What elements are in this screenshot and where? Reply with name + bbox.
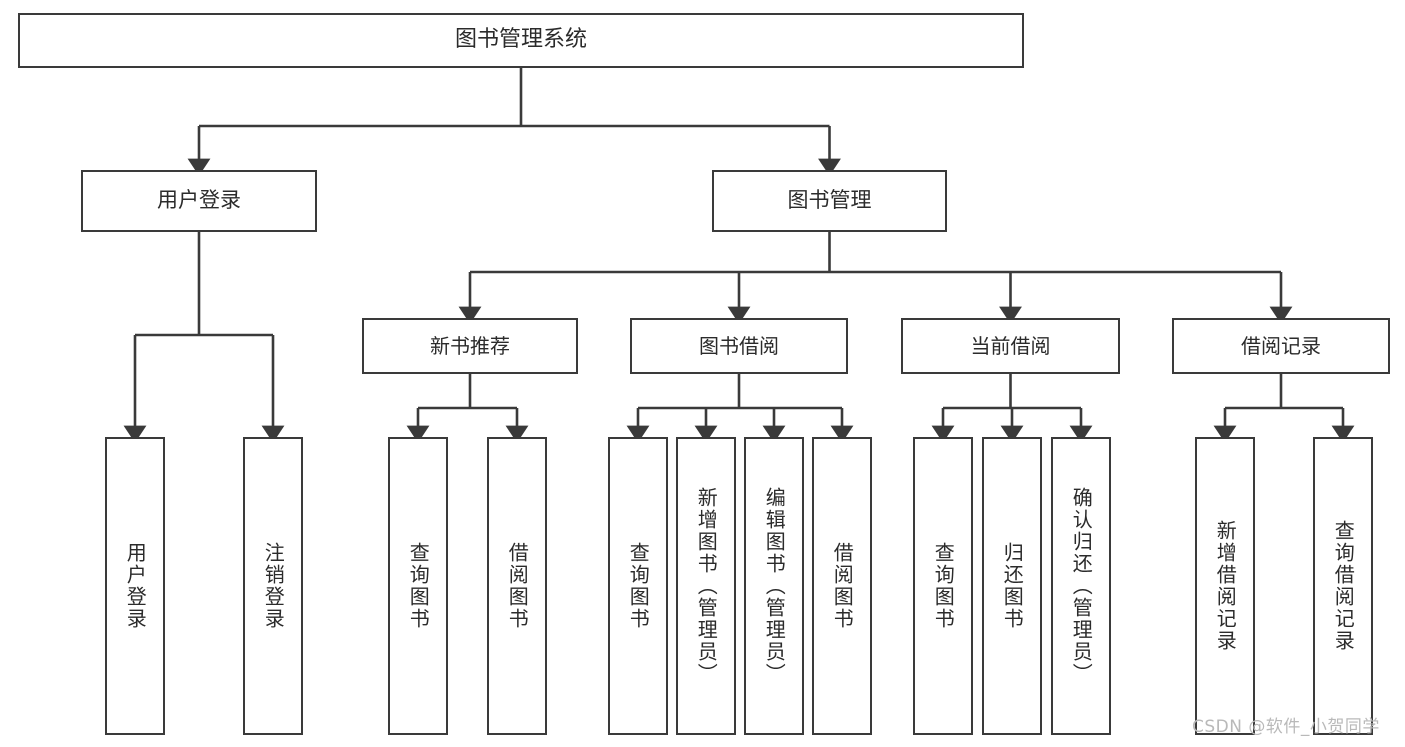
- node-label-leaf-return-book: 归还图书: [1000, 542, 1025, 630]
- node-label-leaf-borrow-book: 借阅图书: [830, 542, 855, 630]
- node-user-login[interactable]: 用户登录: [81, 170, 317, 232]
- node-label-user-login: 用户登录: [157, 188, 241, 213]
- watermark-text: CSDN @软件_小贺同学: [1192, 717, 1380, 737]
- node-leaf-add-book-admin[interactable]: 新增图书（管理员）: [676, 437, 736, 735]
- node-leaf-confirm-return-admin[interactable]: 确认归还（管理员）: [1051, 437, 1111, 735]
- node-label-leaf-query-borrow-record: 查询借阅记录: [1331, 520, 1356, 652]
- node-label-book-borrow: 图书借阅: [699, 333, 779, 358]
- node-label-leaf-logout: 注销登录: [261, 542, 286, 630]
- node-label-leaf-query-book-rec: 查询图书: [406, 542, 431, 630]
- node-new-book-rec[interactable]: 新书推荐: [362, 318, 578, 374]
- node-label-root: 图书管理系统: [454, 27, 587, 53]
- node-leaf-borrow-book[interactable]: 借阅图书: [812, 437, 872, 735]
- node-leaf-borrow-book-rec[interactable]: 借阅图书: [487, 437, 547, 735]
- edges-group: [123, 68, 1355, 443]
- node-leaf-query-book-rec[interactable]: 查询图书: [388, 437, 448, 735]
- node-root[interactable]: 图书管理系统: [18, 13, 1024, 68]
- node-current-borrow[interactable]: 当前借阅: [901, 318, 1120, 374]
- node-book-borrow[interactable]: 图书借阅: [630, 318, 848, 374]
- node-leaf-query-book-borrow[interactable]: 查询图书: [608, 437, 668, 735]
- node-label-leaf-query-book-borrow: 查询图书: [626, 542, 651, 630]
- node-label-leaf-query-book-current: 查询图书: [931, 542, 956, 630]
- node-label-current-borrow: 当前借阅: [970, 333, 1051, 358]
- node-leaf-add-borrow-record[interactable]: 新增借阅记录: [1195, 437, 1255, 735]
- node-label-leaf-user-login: 用户登录: [123, 542, 148, 630]
- node-label-leaf-confirm-return-admin: 确认归还（管理员）: [1069, 487, 1094, 685]
- node-label-book-manage: 图书管理: [787, 188, 872, 213]
- node-label-leaf-borrow-book-rec: 借阅图书: [505, 542, 530, 630]
- node-label-new-book-rec: 新书推荐: [430, 333, 510, 358]
- node-book-manage[interactable]: 图书管理: [712, 170, 947, 232]
- node-label-leaf-edit-book-admin: 编辑图书（管理员）: [762, 487, 787, 685]
- node-leaf-return-book[interactable]: 归还图书: [982, 437, 1042, 735]
- node-leaf-logout[interactable]: 注销登录: [243, 437, 303, 735]
- node-leaf-user-login[interactable]: 用户登录: [105, 437, 165, 735]
- node-leaf-query-borrow-record[interactable]: 查询借阅记录: [1313, 437, 1373, 735]
- node-leaf-query-book-current[interactable]: 查询图书: [913, 437, 973, 735]
- node-label-leaf-add-borrow-record: 新增借阅记录: [1213, 520, 1238, 652]
- node-borrow-record[interactable]: 借阅记录: [1172, 318, 1390, 374]
- node-leaf-edit-book-admin[interactable]: 编辑图书（管理员）: [744, 437, 804, 735]
- node-label-borrow-record: 借阅记录: [1241, 333, 1321, 358]
- node-label-leaf-add-book-admin: 新增图书（管理员）: [694, 487, 719, 685]
